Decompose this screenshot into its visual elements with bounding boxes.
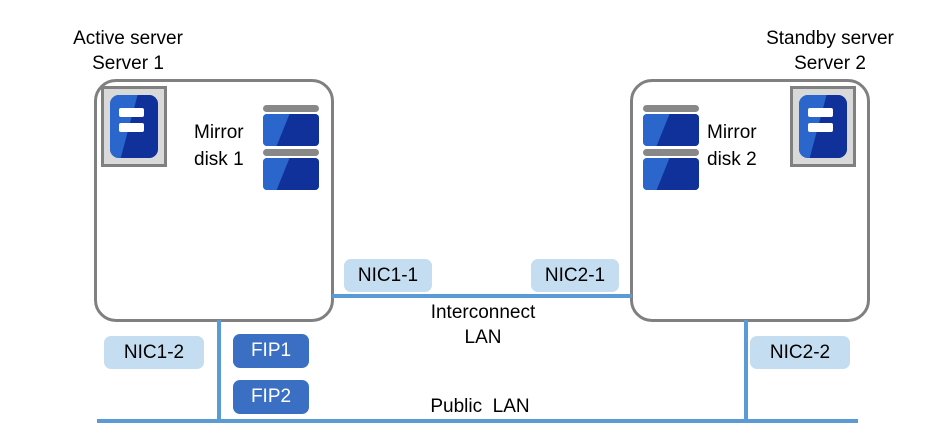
server-tower-icon-bar-top xyxy=(807,108,833,118)
right-server-public-lan-drop xyxy=(744,320,748,421)
disk-cap-lower xyxy=(263,149,319,156)
right-mirror-disk-label: Mirror disk 2 xyxy=(707,122,757,170)
server-tower-icon xyxy=(790,86,856,167)
server-tower-icon-bar-top xyxy=(118,108,144,118)
left-server-public-lan-drop xyxy=(217,320,221,421)
disk-cap-upper xyxy=(263,105,319,112)
left-server-name-label: Server 1 xyxy=(92,53,164,74)
fip-label-fip2[interactable]: FIP2 xyxy=(233,380,309,414)
disk-body-upper xyxy=(263,114,319,146)
server-tower-icon xyxy=(101,86,167,167)
server-tower-icon-body xyxy=(110,95,158,158)
mirror-disk-stack-icon xyxy=(643,105,699,190)
disk-cap-lower xyxy=(643,149,699,156)
interconnect-lan-label: Interconnect LAN xyxy=(430,302,536,348)
nic-label-nic1-2[interactable]: NIC1-2 xyxy=(104,336,204,369)
nic-label-nic2-1[interactable]: NIC2-1 xyxy=(531,259,619,292)
disk-body-lower xyxy=(643,158,699,190)
right-server-name-label: Server 2 xyxy=(794,53,866,74)
disk-cap-upper xyxy=(643,105,699,112)
server-tower-icon-body xyxy=(799,95,847,158)
right-server-role-label: Standby server xyxy=(766,28,894,49)
disk-body-upper xyxy=(643,114,699,146)
interconnect-lan-line xyxy=(332,294,632,298)
server-tower-icon-bar-bottom xyxy=(807,122,833,132)
server-tower-icon-bar-bottom xyxy=(118,122,144,132)
public-lan-line xyxy=(97,419,858,423)
nic-label-nic1-1[interactable]: NIC1-1 xyxy=(344,259,432,292)
nic-label-nic2-2[interactable]: NIC2-2 xyxy=(750,336,850,369)
public-lan-label: Public LAN xyxy=(430,396,530,417)
disk-body-lower xyxy=(263,158,319,190)
mirror-disk-stack-icon xyxy=(263,105,319,190)
left-server-role-label: Active server xyxy=(73,28,183,49)
left-mirror-disk-label: Mirror disk 1 xyxy=(194,122,244,170)
fip-label-fip1[interactable]: FIP1 xyxy=(233,334,309,368)
